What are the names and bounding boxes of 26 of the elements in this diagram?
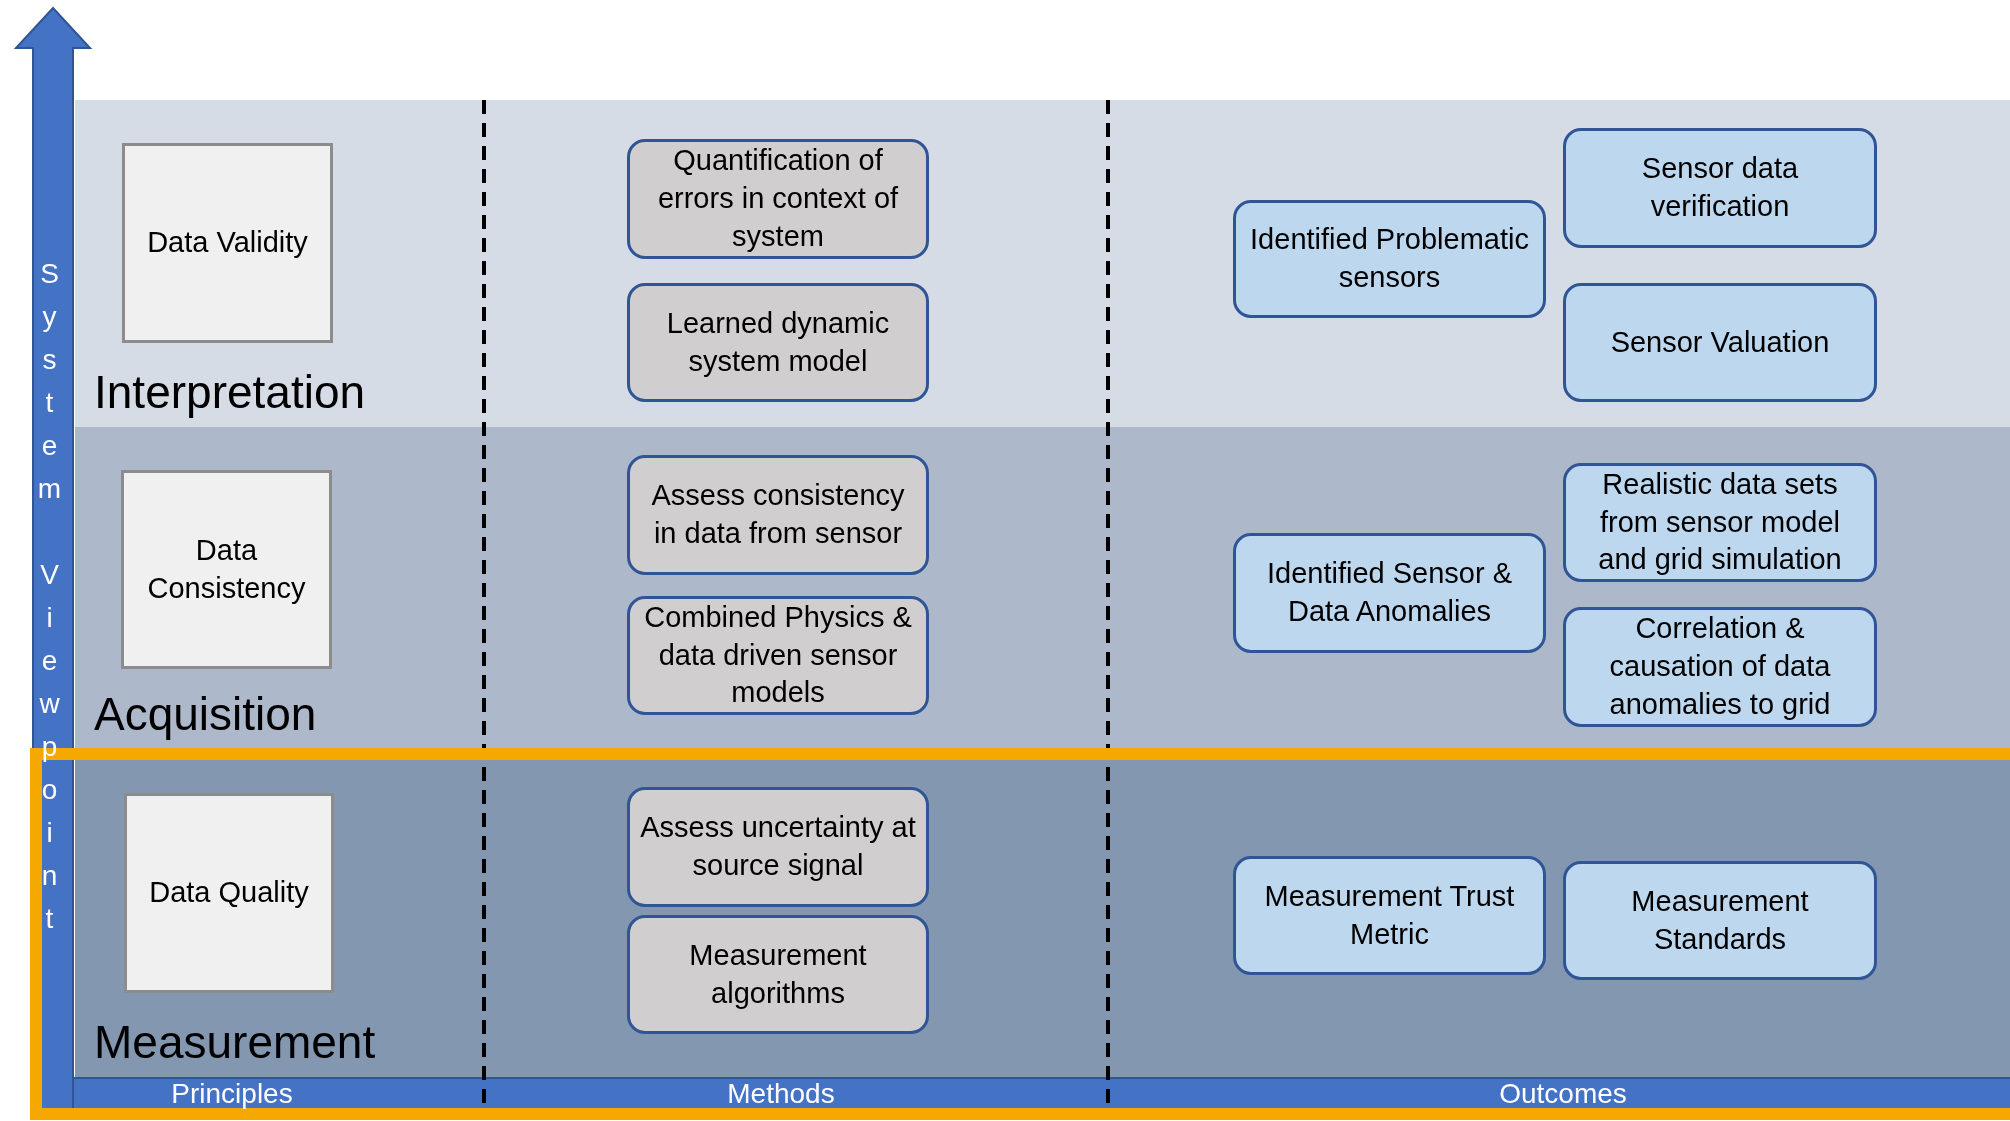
principle-box: Data Quality [124,793,334,993]
column-header: Methods [727,1078,835,1110]
principle-box: Data Validity [122,143,333,343]
layer-band [75,100,2010,427]
outcome-box: Realistic data sets from sensor model and grid simulation [1563,463,1877,582]
column-header: Principles [171,1078,293,1110]
layer-title: Measurement [94,1015,376,1069]
method-box: Combined Physics & data driven sensor models [627,596,929,715]
method-box: Assess consistency in data from sensor [627,455,929,575]
outcome-box: Identified Sensor & Data Anomalies [1233,533,1546,653]
layer-title: Acquisition [94,687,317,741]
layer-band [75,427,2010,749]
outcome-box: Sensor Valuation [1563,283,1877,402]
outcome-box: Measurement Trust Metric [1233,856,1546,975]
outcome-box: Correlation & causation of data anomalies to grid [1563,607,1877,727]
method-box: Assess uncertainty at source signal [627,787,929,907]
layer-title: Interpretation [94,365,366,419]
method-box: Learned dynamic system model [627,283,929,402]
method-box: Measurement algorithms [627,915,929,1034]
column-header: Outcomes [1499,1078,1627,1110]
principle-box: Data Consistency [121,470,332,669]
outcome-box: Measurement Standards [1563,861,1877,980]
outcome-box: Sensor data verification [1563,128,1877,248]
axis-label: System Viewpoint [33,258,66,946]
method-box: Quantification of errors in context of system [627,139,929,259]
outcome-box: Identified Problematic sensors [1233,200,1546,318]
